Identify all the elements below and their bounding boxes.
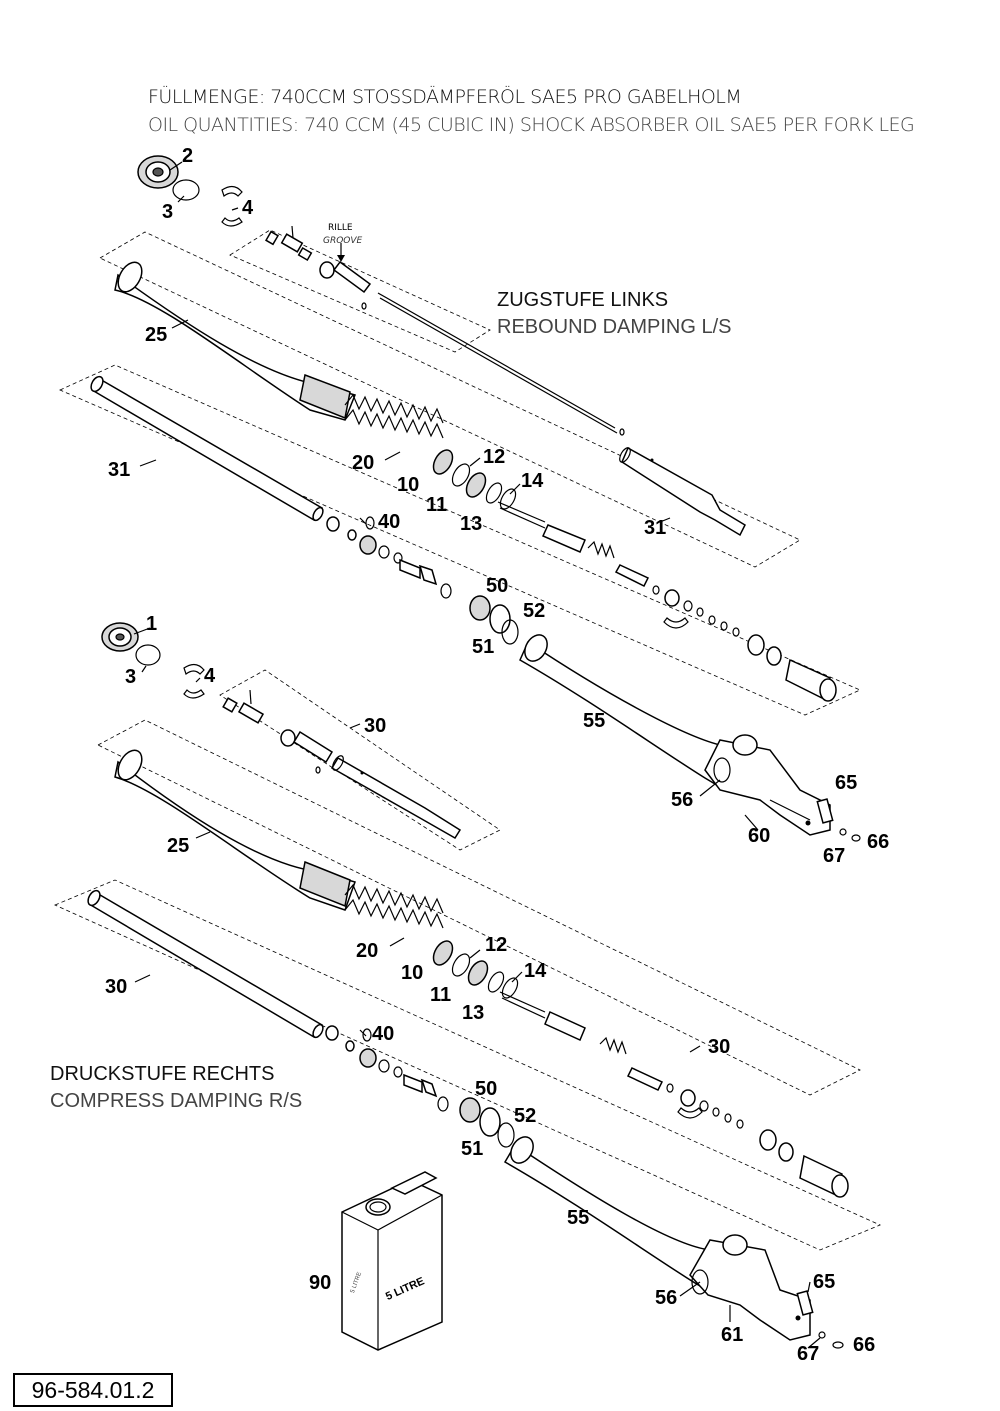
adjuster-rod-bottom (222, 689, 462, 840)
callout-31: 31 (108, 459, 131, 481)
frame-25-bottom (97, 719, 861, 1096)
frame-31-top (59, 364, 861, 716)
callout-3: 3 (125, 666, 137, 688)
callout-10: 10 (397, 474, 420, 496)
fill-quantity-german: FÜLLMENGE: 740CCM STOSSDÄMPFERÖL SAE5 PR… (148, 86, 742, 108)
rebound-damping-german: ZUGSTUFE LINKS (497, 289, 669, 311)
callout-14: 14 (524, 960, 547, 982)
callout-65: 65 (835, 772, 858, 794)
bushings-bottom (432, 940, 546, 1019)
callout-25: 25 (145, 324, 168, 346)
spring-20-bottom (344, 883, 444, 929)
compress-damping-german: DRUCKSTUFE RECHTS (50, 1063, 275, 1085)
half-ring-4-top-b (221, 217, 243, 227)
callout-56: 56 (655, 1287, 678, 1309)
rebound-damping-english: REBOUND DAMPING L/S (497, 316, 732, 338)
callout-55: 55 (583, 710, 606, 732)
callout-25: 25 (167, 835, 190, 857)
half-ring-4-bottom-b (183, 689, 205, 699)
callout-30: 30 (708, 1036, 731, 1058)
lower-leg-55-top (519, 634, 861, 842)
callout-60: 60 (748, 825, 771, 847)
callout-51: 51 (472, 636, 495, 658)
callout-66: 66 (867, 831, 890, 853)
frame-rod-top (229, 229, 491, 353)
callout-50: 50 (475, 1078, 498, 1100)
fill-quantity-english: OIL QUANTITIES: 740 CCM (45 CUBIC IN) SH… (148, 114, 915, 136)
callout-52: 52 (523, 600, 546, 622)
leaders-top (139, 161, 811, 831)
callout-51: 51 (461, 1138, 484, 1160)
callout-14: 14 (521, 470, 544, 492)
callout-20: 20 (352, 452, 375, 474)
callout-4: 4 (242, 197, 254, 219)
callout-11: 11 (430, 984, 452, 1006)
adjuster-rod-top (265, 225, 618, 434)
callout-40: 40 (378, 511, 401, 533)
bottom-assembly (53, 622, 882, 1351)
frame-25-top (99, 231, 801, 568)
callout-65: 65 (813, 1271, 836, 1293)
callout-1: 1 (146, 613, 158, 635)
callout-30: 30 (105, 976, 128, 998)
callout-3: 3 (162, 201, 174, 223)
callout-40: 40 (372, 1023, 395, 1045)
callout-56: 56 (671, 789, 694, 811)
callout-12: 12 (483, 446, 506, 468)
inner-tube-31-left (90, 375, 324, 522)
half-ring-4-bottom-a (183, 663, 205, 675)
groove-label-english: GROOVE (323, 236, 363, 246)
piston-parts-bottom (544, 1010, 849, 1198)
o-ring-3-top (172, 179, 200, 201)
frame-30-bottom (53, 879, 882, 1251)
callout-66: 66 (853, 1334, 876, 1356)
top-assembly (59, 155, 861, 842)
callout-67: 67 (823, 845, 846, 867)
callout-90: 90 (309, 1272, 332, 1294)
fork-cap-2 (137, 155, 179, 189)
cartridge-tube-31-right (619, 428, 746, 537)
callout-2: 2 (182, 145, 194, 167)
seal-parts-bottom (459, 1097, 515, 1148)
callout-61: 61 (721, 1324, 744, 1346)
o-ring-3-bottom (135, 644, 161, 666)
spring-20-top (344, 393, 444, 439)
callout-20: 20 (356, 940, 379, 962)
fork-cap-1 (101, 622, 139, 652)
callout-4: 4 (204, 665, 216, 687)
valve-parts-40-bottom (325, 1025, 449, 1112)
callout-67: 67 (797, 1343, 820, 1365)
inner-tube-30-left (87, 889, 324, 1039)
callout-12: 12 (485, 934, 508, 956)
callout-30: 30 (364, 715, 387, 737)
callout-13: 13 (462, 1002, 485, 1024)
callout-55: 55 (567, 1207, 590, 1229)
compress-damping-english: COMPRESS DAMPING R/S (50, 1090, 303, 1112)
oil-can-90 (341, 1171, 443, 1351)
seal-parts-top (469, 595, 519, 645)
callout-50: 50 (486, 575, 509, 597)
frame-rod-bottom (219, 669, 501, 851)
callout-13: 13 (460, 513, 483, 535)
callout-11: 11 (426, 494, 448, 516)
piston-parts-top (542, 524, 837, 702)
half-ring-4-top-a (221, 185, 243, 197)
document-number: 96-584.01.2 (13, 1373, 173, 1407)
bushings-top (432, 449, 546, 529)
callout-10: 10 (401, 962, 424, 984)
callout-52: 52 (514, 1105, 537, 1127)
lower-leg-55-bottom (503, 1136, 844, 1349)
groove-label-german: RILLE (328, 223, 353, 233)
leaders-bottom (133, 627, 821, 1349)
valve-parts-40-top (326, 516, 452, 599)
callout-31: 31 (644, 517, 667, 539)
